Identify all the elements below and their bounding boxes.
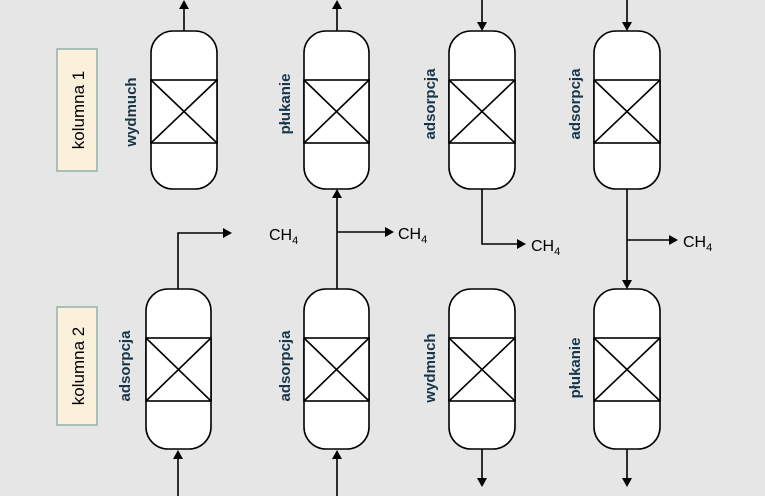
vessel-r1-s3-label: adsorpcja [422, 68, 439, 140]
r2-s4-outlet-arrow [622, 478, 632, 487]
vessel-r2-s3-label: wydmuch [422, 333, 439, 403]
r2-s3-outlet-arrow [477, 478, 487, 487]
column-2-label-box: kolumna 2 [56, 306, 98, 426]
column-1-label-box: kolumna 1 [56, 48, 98, 172]
r2-s1-outlet-arrow [223, 228, 232, 238]
vessel-r2-s2 [303, 288, 370, 450]
r1-s2-outlet-arrow [332, 0, 342, 9]
ch4-label-1: CH4 [269, 227, 298, 247]
ch4-label-2: CH4 [398, 226, 427, 246]
vessel-r1-s1 [150, 30, 218, 190]
column-2-label: kolumna 2 [69, 327, 88, 405]
stage-4: adsorpcja CH4 płukanie [567, 0, 712, 487]
r1-s4-to-r2-s4-arrow [622, 280, 632, 289]
stage-1: wydmuch adsorpcja CH4 [117, 0, 298, 496]
vessel-r2-s4-label: płukanie [567, 338, 584, 399]
stage-3: adsorpcja CH4 wydmuch [422, 0, 560, 487]
vessel-r2-s4 [593, 288, 661, 450]
r2-s2-to-r1-s2-arrow [332, 189, 342, 198]
s2-branch-arrow [385, 227, 394, 237]
vessel-r1-s1-label: wydmuch [123, 77, 140, 147]
column-1-label: kolumna 1 [69, 71, 88, 149]
stage-2: płukanie adsorpcja CH4 [277, 0, 427, 496]
r1-s3-outlet-line [481, 189, 517, 245]
vessel-r1-s4 [593, 30, 661, 190]
vessel-r1-s4-label: adsorpcja [567, 68, 584, 140]
ch4-label-4: CH4 [683, 234, 712, 254]
r1-s3-inlet-arrow [477, 22, 487, 31]
r1-s3-outlet-arrow [517, 239, 526, 249]
r2-s1-inlet-arrow [173, 450, 183, 459]
r2-s2-inlet-arrow [332, 450, 342, 459]
vessel-r1-s2 [303, 30, 370, 190]
vessel-r1-s3 [448, 30, 516, 190]
r1-s1-outlet-arrow [179, 0, 189, 9]
vessel-r2-s2-label: adsorpcja [277, 330, 294, 402]
vessel-r2-s1 [145, 288, 212, 450]
vessel-r1-s2-label: płukanie [277, 74, 294, 135]
vessel-r2-s3 [448, 288, 516, 450]
vessel-r2-s1-label: adsorpcja [117, 330, 134, 402]
s4-branch-arrow [669, 235, 678, 245]
r1-s4-inlet-arrow [622, 22, 632, 31]
ch4-label-3: CH4 [531, 238, 560, 258]
r2-s1-outlet-line [177, 232, 223, 289]
